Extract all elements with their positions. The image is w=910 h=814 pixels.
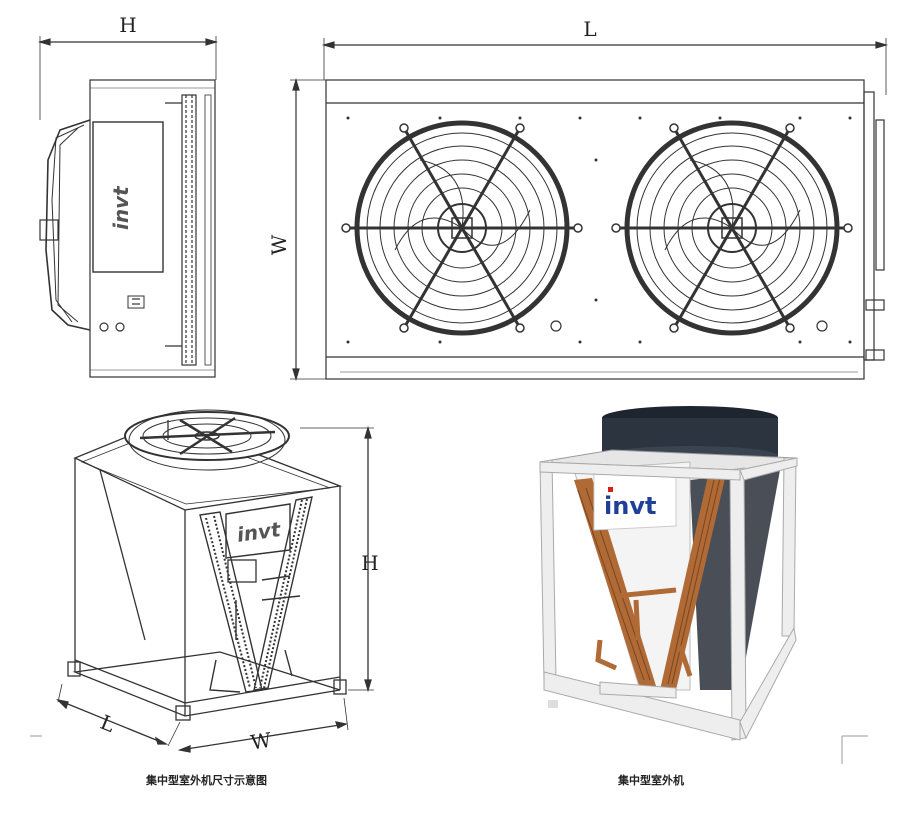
fan-left — [341, 120, 583, 336]
brand-logo-dot — [608, 487, 613, 492]
dimension-label-side-H: H — [119, 13, 136, 37]
fan-right — [611, 120, 853, 336]
brand-logo-iso: invt — [235, 517, 283, 547]
dimension-label-front-W: W — [267, 234, 291, 255]
caption-product-photo: 集中型室外机 — [618, 774, 684, 787]
isometric-drawing — [56, 409, 374, 753]
crop-marks — [30, 735, 868, 764]
dimension-label-iso-H: H — [361, 551, 378, 575]
brand-logo-side: invt — [109, 185, 133, 230]
brand-logo-photo: invt — [604, 492, 656, 520]
caption-dimension-diagram: 集中型室外机尺寸示意图 — [146, 774, 267, 787]
dimension-label-front-L: L — [583, 17, 596, 41]
side-view — [37, 36, 219, 378]
front-view — [290, 38, 889, 382]
dimension-label-iso-W: W — [249, 728, 273, 755]
product-photo — [539, 406, 798, 741]
